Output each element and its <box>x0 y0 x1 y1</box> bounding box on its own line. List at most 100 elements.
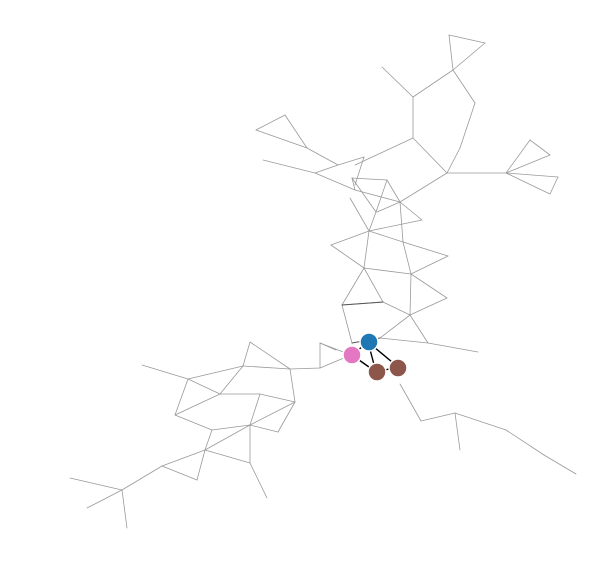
graph-edge <box>141 364 189 380</box>
graph-edge <box>255 114 286 131</box>
graph-edge <box>262 159 316 174</box>
graph-edge <box>289 367 321 370</box>
graph-edge <box>351 177 388 181</box>
graph-edge <box>69 477 123 491</box>
graph-edge <box>204 424 251 451</box>
graph-edge <box>121 489 128 529</box>
graph-edge <box>505 172 559 178</box>
graph-edge <box>505 139 531 174</box>
graph-edge <box>409 297 448 316</box>
graph-edge <box>259 393 296 403</box>
graph-edge <box>330 244 365 269</box>
highlighted-nodes-layer <box>342 332 408 382</box>
graph-edge <box>409 273 412 316</box>
graph-edge <box>375 179 388 213</box>
graph-edge <box>354 156 365 186</box>
graph-edge <box>379 337 429 344</box>
graph-edge <box>242 365 291 370</box>
graph-edge <box>249 401 296 426</box>
graph-edge <box>351 177 377 213</box>
graph-edge <box>452 69 476 104</box>
graph-edge <box>330 230 370 246</box>
graph-edge <box>381 66 414 98</box>
node-pink <box>342 345 362 365</box>
graph-edge <box>454 412 461 451</box>
graph-edge <box>505 154 551 174</box>
graph-edge <box>448 34 454 71</box>
graph-edge <box>341 267 365 306</box>
graph-edge <box>368 211 377 232</box>
graph-edge <box>314 164 339 174</box>
graph-edge <box>399 172 448 203</box>
graph-edge <box>386 179 401 203</box>
graph-edge <box>410 255 449 275</box>
graph-edge <box>427 342 479 353</box>
graph-edge <box>187 378 221 395</box>
graph-edge <box>86 489 123 509</box>
graph-edge <box>376 201 401 213</box>
graph-edge <box>454 412 507 431</box>
graph-edge <box>349 197 370 232</box>
graph-edge <box>249 393 261 426</box>
graph-edge <box>382 301 411 316</box>
graph-edge <box>204 449 251 464</box>
graph-edge <box>337 156 365 166</box>
edges-layer <box>69 34 577 529</box>
graph-edge <box>407 397 422 422</box>
graph-edge <box>187 365 244 380</box>
graph-edge <box>399 201 423 221</box>
graph-edge <box>277 401 296 433</box>
graph-edge <box>543 454 577 475</box>
graph-edge <box>341 301 384 306</box>
graph-edge <box>420 412 456 422</box>
graph-edge <box>459 102 476 149</box>
graph-edge <box>249 462 268 499</box>
graph-edge <box>196 449 206 481</box>
graph-edge <box>249 424 279 433</box>
graph-edge <box>402 241 412 275</box>
graph-edge <box>379 314 411 339</box>
graph-edge <box>161 465 198 481</box>
graph-edge <box>341 304 353 344</box>
graph-edge <box>306 147 339 166</box>
graph-edge <box>314 172 356 191</box>
graph-edge <box>410 273 448 299</box>
graph-edge <box>363 267 384 303</box>
graph-edge <box>354 189 401 203</box>
graph-edge <box>351 177 356 191</box>
graph-edge <box>368 219 423 232</box>
graph-edge <box>174 414 213 431</box>
graph-edge <box>368 230 404 243</box>
graph-edge <box>211 424 251 431</box>
graph-edge <box>505 429 545 456</box>
graph-edge <box>529 139 551 156</box>
graph-edge <box>174 393 221 416</box>
graph-edge <box>174 378 189 416</box>
graph-edge <box>121 465 163 491</box>
graph-edge <box>242 341 251 367</box>
node-brown-1 <box>367 362 387 382</box>
graph-edge <box>249 341 291 370</box>
graph-edge <box>409 314 429 344</box>
graph-edge <box>363 230 370 269</box>
graph-edge <box>363 267 412 275</box>
graph-edge <box>399 383 409 399</box>
graph-edge <box>255 129 308 149</box>
node-brown-2 <box>388 358 408 378</box>
graph-edge <box>204 429 213 451</box>
graph-edge <box>399 201 404 243</box>
graph-edge <box>452 42 486 71</box>
graph-edge <box>161 449 206 467</box>
graph-edge <box>448 34 486 44</box>
graph-edge <box>412 69 454 98</box>
graph-edge <box>289 368 296 403</box>
graph-edge <box>402 241 449 257</box>
graph-edge <box>505 172 551 195</box>
graph-edge <box>549 176 559 195</box>
graph-edge <box>446 147 461 174</box>
graph-edge <box>284 114 308 149</box>
graph-edge <box>354 137 414 166</box>
graph-edge <box>412 137 448 174</box>
node-blue <box>359 332 379 352</box>
